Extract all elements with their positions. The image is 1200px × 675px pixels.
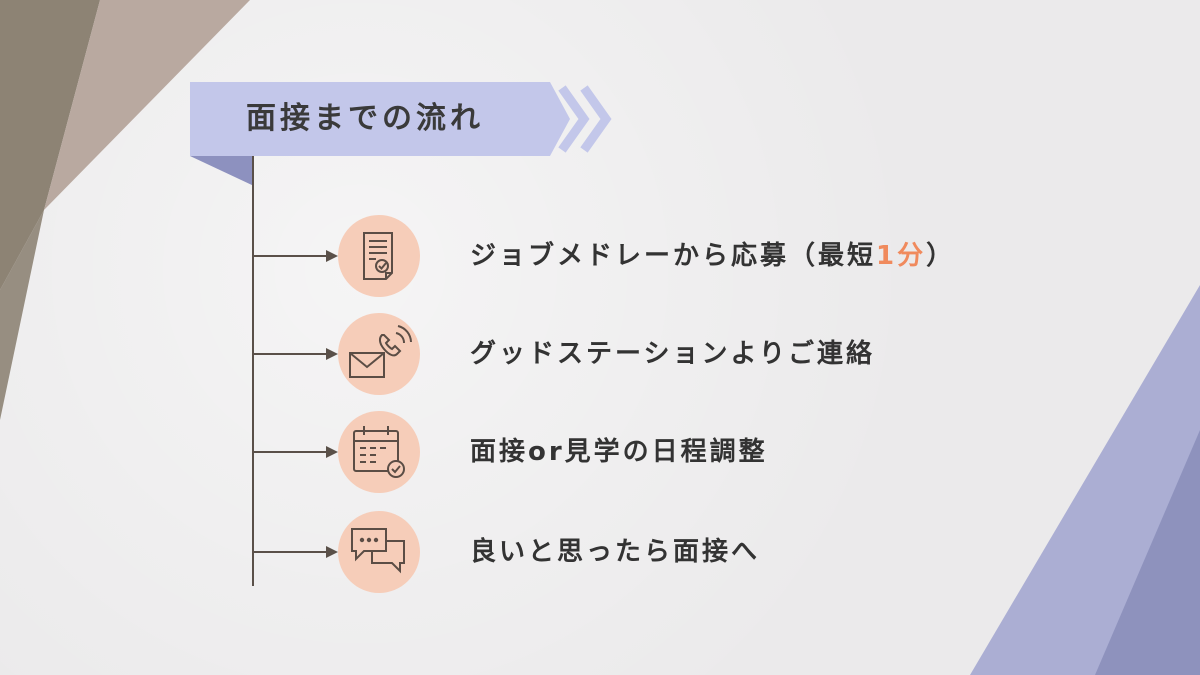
bottom-right-dark-shape <box>1095 430 1200 675</box>
step-1-text: ジョブメドレーから応募（最短1分） <box>470 241 956 271</box>
timeline-arrow-3 <box>253 446 338 458</box>
phone-mail-icon <box>349 325 412 378</box>
top-left-light-shape <box>44 0 250 210</box>
banner-fold <box>190 156 254 186</box>
step-1-accent: 1分 <box>876 241 927 271</box>
timeline-arrow-4 <box>253 546 338 558</box>
step-1-icon-circle <box>338 215 420 297</box>
step-2-text: グッドステーションよりご連絡 <box>470 339 875 369</box>
top-left-dark-shape <box>0 0 100 290</box>
title-banner <box>190 82 570 156</box>
chevron-right-icon <box>558 85 612 153</box>
page-title: 面接までの流れ <box>246 101 484 136</box>
step-4-icon-circle <box>338 511 420 593</box>
step-3-text: 面接or見学の日程調整 <box>470 437 768 467</box>
chat-bubbles-icon <box>351 528 405 574</box>
document-check-icon <box>363 232 393 280</box>
step-2-icon-circle <box>338 313 420 395</box>
calendar-check-icon <box>353 426 405 478</box>
step-4-text: 良いと思ったら面接へ <box>470 537 761 567</box>
step-3-icon-circle <box>338 411 420 493</box>
timeline-arrow-2 <box>253 348 338 360</box>
left-edge-shape <box>0 210 44 420</box>
timeline-arrow-1 <box>253 250 338 262</box>
